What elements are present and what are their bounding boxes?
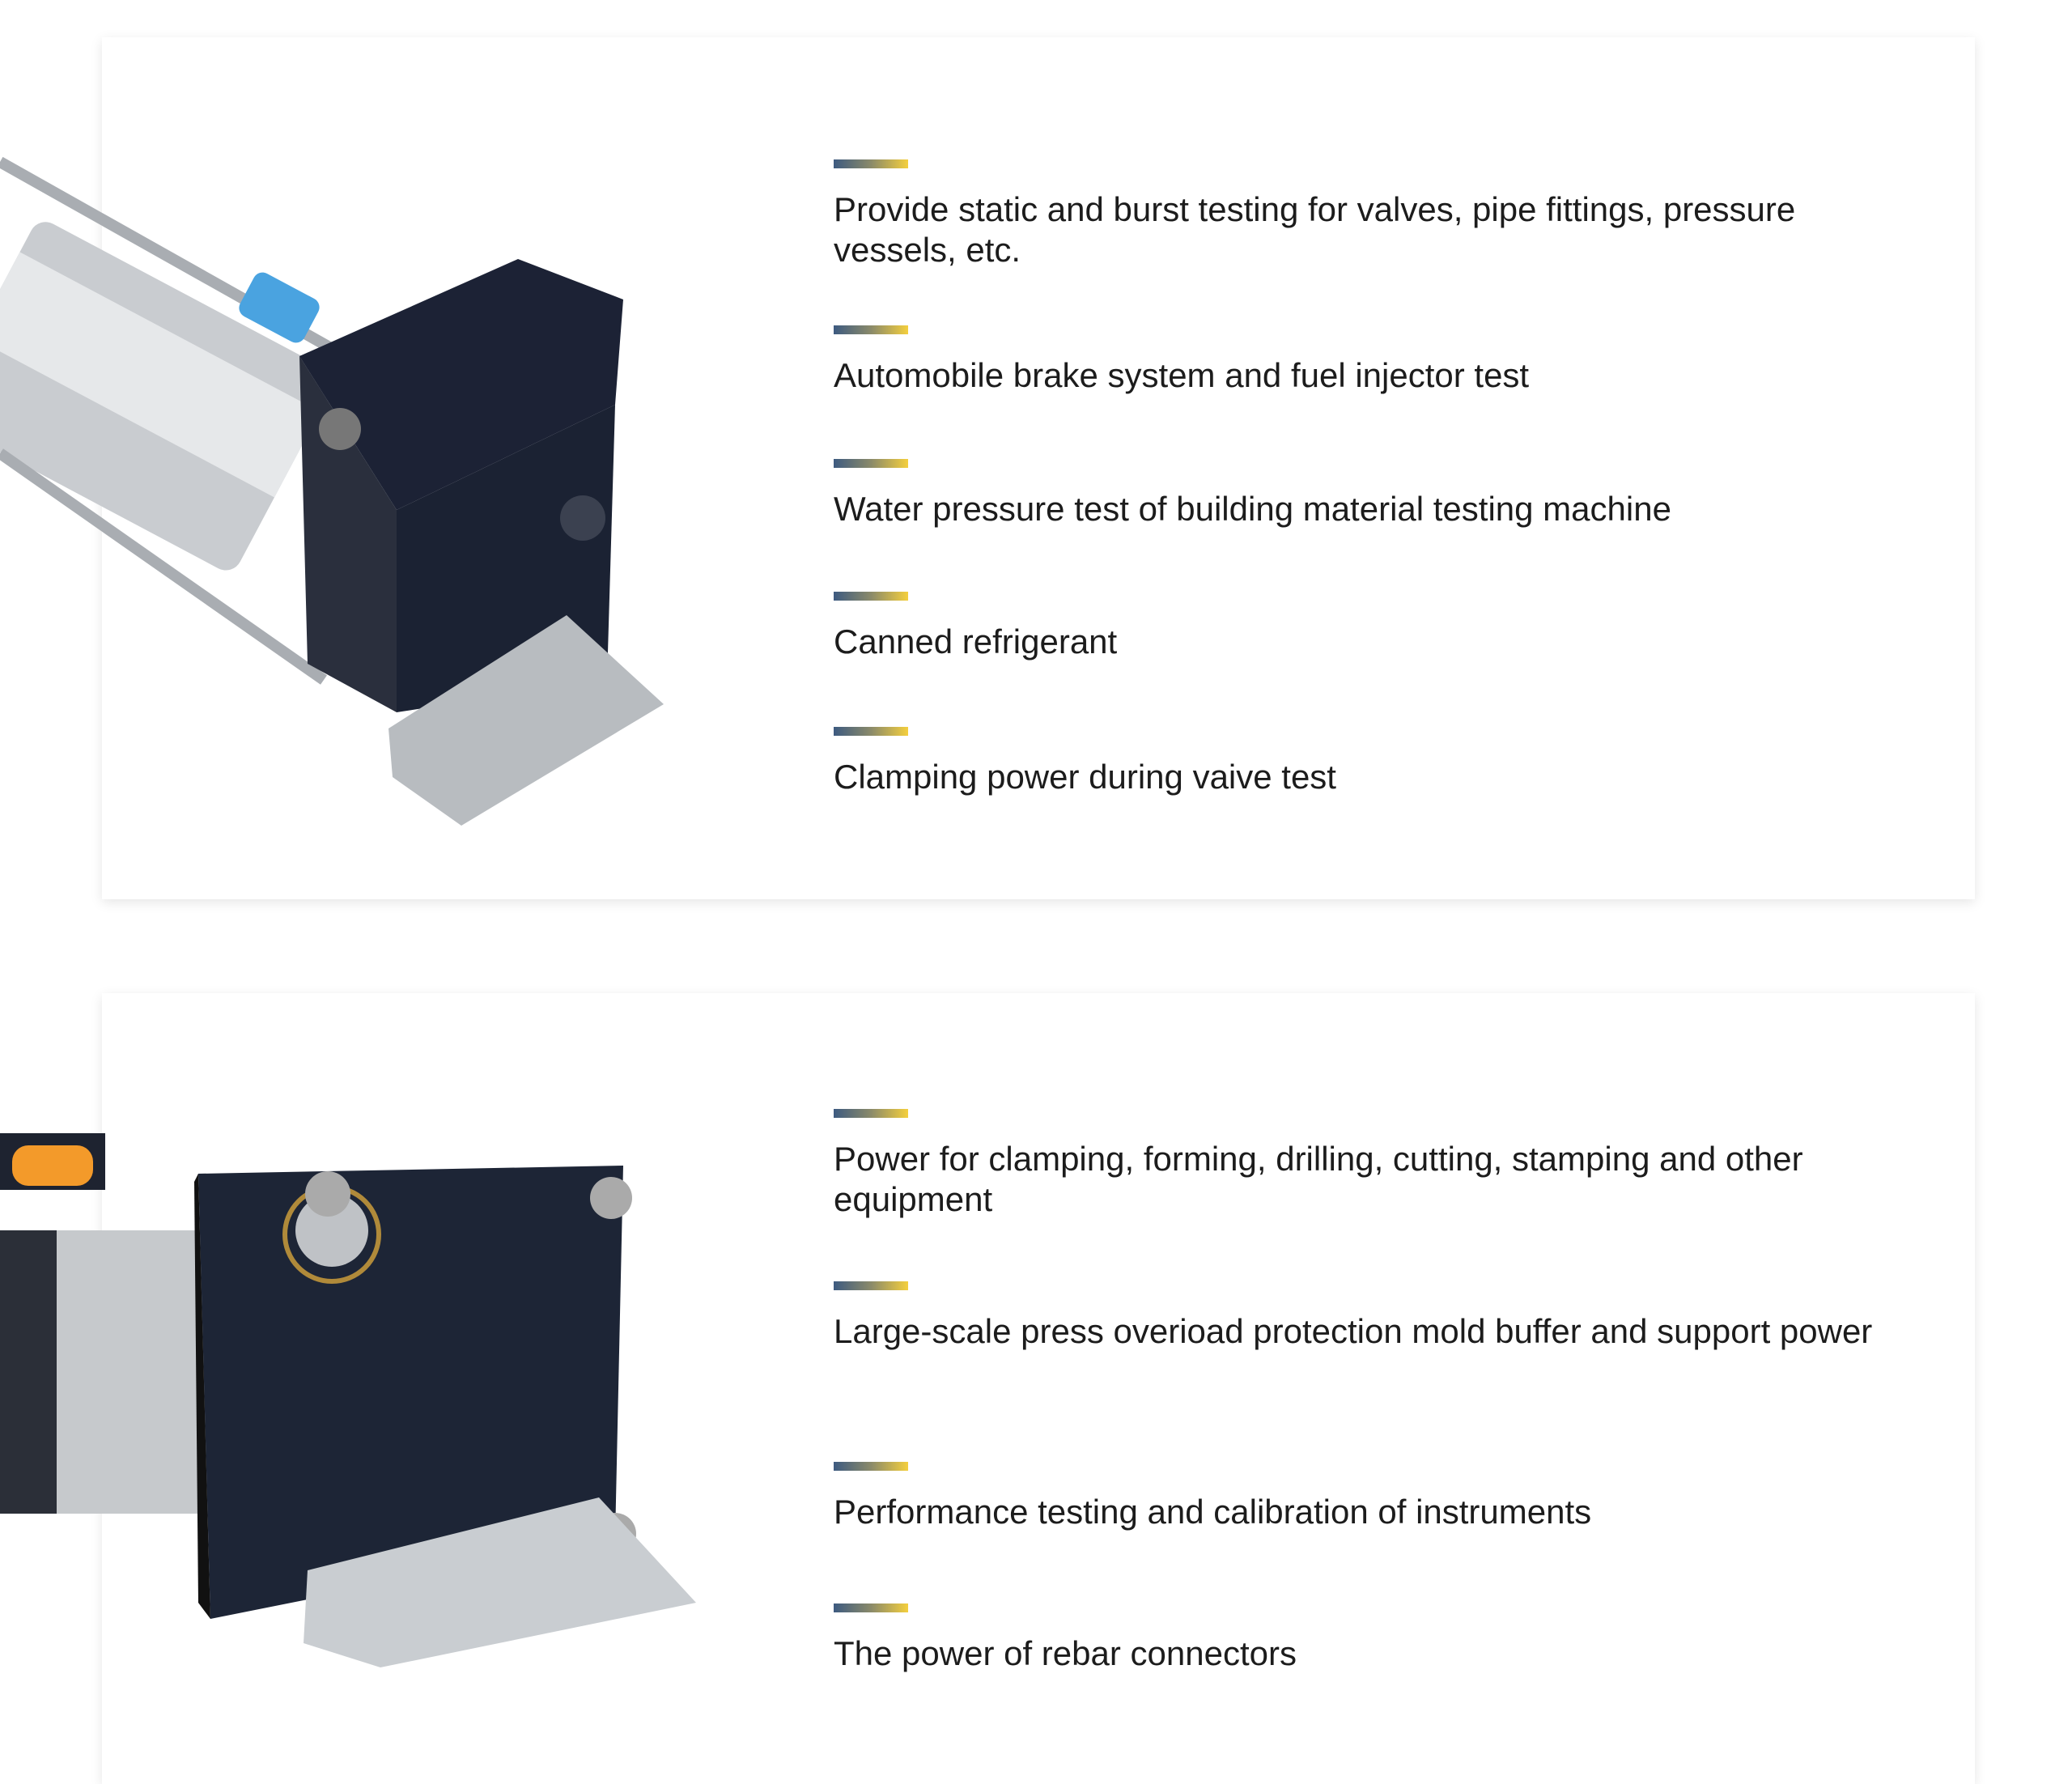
- item-text: Automobile brake system and fuel injecto…: [834, 356, 1530, 394]
- item-text: Provide static and burst testing for val…: [834, 190, 1796, 269]
- list-item: Water pressure test of building material…: [834, 459, 1910, 529]
- accent-bar: [834, 592, 908, 601]
- item-text: Performance testing and calibration of i…: [834, 1493, 1592, 1531]
- list-item: Clamping power during vaive test: [834, 727, 1910, 797]
- accent-bar: [834, 1281, 908, 1290]
- list-item: Canned refrigerant: [834, 592, 1910, 662]
- booster-pump-photo: [0, 156, 664, 826]
- list-item: Large-scale press overioad protection mo…: [834, 1281, 1910, 1352]
- item-text: The power of rebar connectors: [834, 1634, 1297, 1672]
- item-text: Water pressure test of building material…: [834, 490, 1671, 528]
- accent-bar: [834, 1109, 908, 1118]
- item-text: Canned refrigerant: [834, 622, 1118, 661]
- item-text: Clamping power during vaive test: [834, 758, 1336, 796]
- item-text: Power for clamping, forming, drilling, c…: [834, 1140, 1803, 1218]
- accent-bar: [834, 459, 908, 468]
- item-text: Large-scale press overioad protection mo…: [834, 1312, 1873, 1350]
- list-item: The power of rebar connectors: [834, 1603, 1910, 1674]
- accent-bar: [834, 325, 908, 334]
- list-item: Performance testing and calibration of i…: [834, 1462, 1910, 1532]
- list-item: Provide static and burst testing for val…: [834, 159, 1910, 270]
- list-item: Automobile brake system and fuel injecto…: [834, 325, 1910, 396]
- accent-bar: [834, 159, 908, 168]
- list-item: Power for clamping, forming, drilling, c…: [834, 1109, 1910, 1220]
- accent-bar: [834, 1603, 908, 1612]
- booster-end-cap-photo: [0, 1133, 696, 1667]
- accent-bar: [834, 1462, 908, 1471]
- accent-bar: [834, 727, 908, 736]
